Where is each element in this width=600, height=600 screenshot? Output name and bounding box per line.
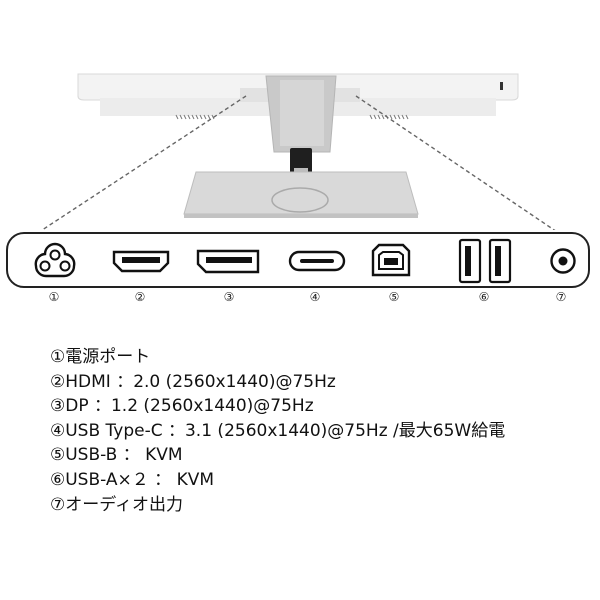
legend-item: ①電源ポート xyxy=(50,347,151,367)
callout-line-right xyxy=(355,95,556,230)
usb-a-port-icon xyxy=(456,238,516,284)
usb-c-port-icon xyxy=(288,250,346,272)
port-number: ② xyxy=(134,290,146,304)
vent-right xyxy=(369,114,409,120)
legend-item: ⑦オーディオ出力 xyxy=(50,494,184,515)
port-number: ⑥ xyxy=(478,290,490,304)
vent-left xyxy=(175,114,215,120)
port-number: ⑤ xyxy=(388,290,400,304)
stand-neck-inner xyxy=(280,80,324,146)
stand-base xyxy=(183,171,419,215)
legend-item: ⑤USB-B ： KVM xyxy=(50,445,183,466)
legend-item: ④USB Type-C ：3.1 (2560x1440)@75Hz /最大65W… xyxy=(50,420,506,441)
usb-b-port-icon xyxy=(371,243,411,277)
audio-jack-icon xyxy=(549,247,577,275)
monitor-illustration xyxy=(40,73,556,230)
base-ring xyxy=(271,187,329,213)
port-number: ③ xyxy=(223,290,235,304)
displayport-icon xyxy=(196,248,260,274)
port-panel xyxy=(6,232,590,288)
power-icon xyxy=(30,242,80,278)
legend-item: ⑥USB-A×２ ： KVM xyxy=(50,469,215,490)
power-button xyxy=(500,82,503,90)
port-number: ④ xyxy=(309,290,321,304)
port-number: ① xyxy=(48,290,60,304)
callout-line-left xyxy=(40,95,247,230)
hdmi-port-icon xyxy=(112,249,170,273)
legend-item: ②HDMI ：2.0 (2560x1440)@75Hz xyxy=(50,371,336,392)
port-number: ⑦ xyxy=(555,290,567,304)
legend-item: ③DP ：1.2 (2560x1440)@75Hz xyxy=(50,396,314,417)
port-legend: ①電源ポート ②HDMI ：2.0 (2560x1440)@75Hz ③DP ：… xyxy=(50,345,590,517)
